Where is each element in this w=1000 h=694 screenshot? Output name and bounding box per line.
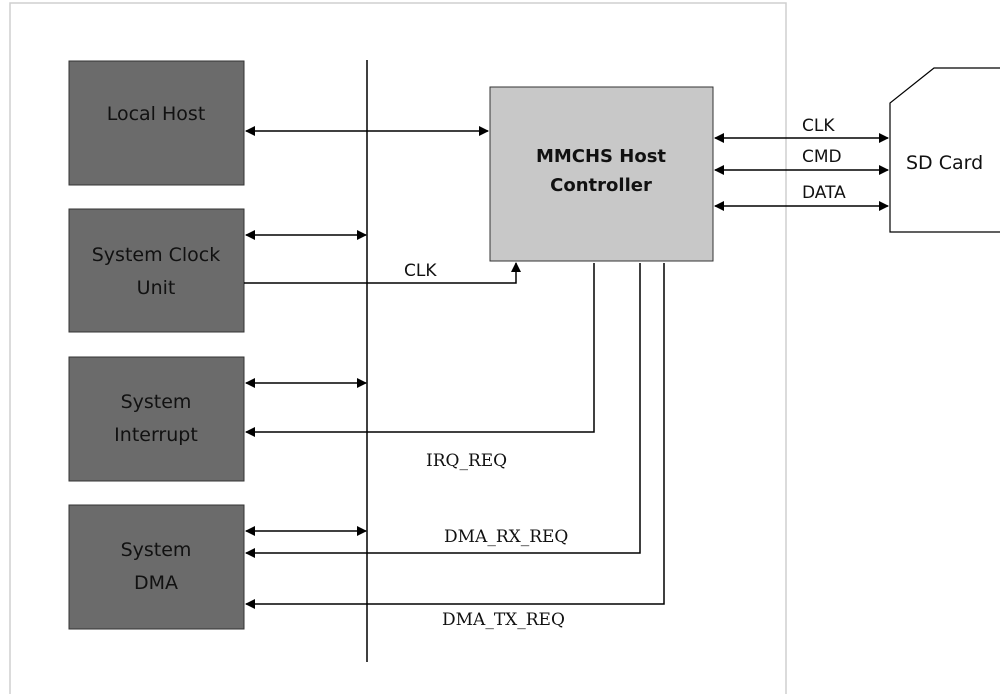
irq-req-label: IRQ_REQ	[426, 451, 507, 471]
system-clock-unit-label-line2: Unit	[137, 277, 176, 299]
system-clock-unit-block: System Clock Unit	[68, 208, 245, 333]
diagram-frame	[9, 2, 787, 694]
system-interrupt-block: System Interrupt	[68, 356, 245, 482]
system-interrupt-label-line1: System	[121, 391, 192, 413]
system-dma-label-line2: DMA	[134, 572, 178, 594]
system-interrupt-label-line2: Interrupt	[114, 424, 198, 446]
sd-cmd-label: CMD	[802, 147, 842, 167]
dma-rx-req-line	[245, 263, 641, 558]
irq-req-line	[245, 263, 595, 437]
system-dma-label-line1: System	[121, 539, 192, 561]
local-host-label: Local Host	[107, 103, 206, 125]
dma-tx-req-label: DMA_TX_REQ	[442, 610, 565, 630]
local-host-block: Local Host	[68, 60, 245, 186]
dma-rx-req-label: DMA_RX_REQ	[444, 527, 568, 547]
system-dma-block: System DMA	[68, 504, 245, 630]
host-controller-label-line1: MMCHS Host	[536, 146, 666, 167]
dma-tx-req-line	[245, 263, 665, 609]
host-controller-label-line2: Controller	[550, 175, 652, 196]
mmchs-host-controller-block: MMCHS Host Controller	[489, 86, 714, 262]
sd-card-shape: SD Card	[889, 67, 1000, 233]
system-clk-label: CLK	[404, 261, 437, 281]
sd-data-label: DATA	[802, 183, 846, 203]
sd-clk-label: CLK	[802, 116, 835, 136]
sd-card-label: SD Card	[906, 152, 983, 174]
system-clock-unit-label-line1: System Clock	[92, 244, 221, 266]
system-clk-line	[244, 262, 521, 284]
